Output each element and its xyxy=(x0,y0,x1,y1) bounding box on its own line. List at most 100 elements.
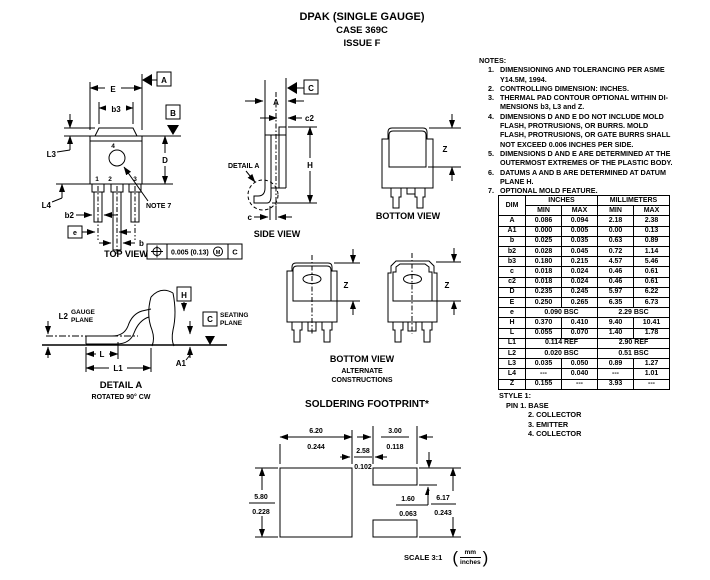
dim-label-L4: L4 xyxy=(42,201,52,210)
notes-heading: NOTES: xyxy=(479,56,507,65)
gauge-plane-label2: PLANE xyxy=(71,317,94,324)
units-inches: inches xyxy=(460,559,481,566)
footprint-title: SOLDERING FOOTPRINT* xyxy=(305,399,429,410)
fp-width-mm: 6.20 xyxy=(309,428,323,435)
detail-a-drawing: H L2 GAUGE PLANE C SEATING PLANE A1 L xyxy=(42,286,248,401)
fp-overall-height-in: 0.243 xyxy=(434,510,452,517)
style1-pin-line: PIN 1. BASE xyxy=(506,400,549,410)
pin2-number: 2 xyxy=(108,176,112,183)
svg-text:M: M xyxy=(216,250,221,256)
top-view-drawing: E b3 A B D xyxy=(42,71,243,260)
alternate-constructions-drawing: Z Z BOTTOM VIEW ALTERNATE CONSTRUCTIONS xyxy=(286,248,461,384)
style1-pin-line: 2. COLLECTOR xyxy=(528,410,582,420)
dim-label-L3: L3 xyxy=(47,150,57,159)
gauge-plane-label: GAUGE xyxy=(71,309,96,316)
left-paren: ( xyxy=(452,548,459,567)
fp-gap-mm: 2.58 xyxy=(356,448,370,455)
style1-pin-line: 3. EMITTER xyxy=(528,419,569,429)
dimension-table: DIM INCHES MILLIMETERS MIN MAX MIN MAX A… xyxy=(498,194,670,390)
datum-c-label: C xyxy=(207,315,213,324)
right-paren: ) xyxy=(482,548,489,567)
datum-h-label: H xyxy=(181,291,187,300)
constructions-label: CONSTRUCTIONS xyxy=(331,377,392,384)
scale-note: SCALE 3:1 ( mm inches ) xyxy=(404,549,488,566)
detail-a-title: DETAIL A xyxy=(100,380,143,391)
dim-label-D: D xyxy=(162,156,168,165)
dim-label-A1: A1 xyxy=(176,359,187,368)
bottom-view-title: BOTTOM VIEW xyxy=(376,211,441,221)
dim-label-c: c xyxy=(248,213,253,222)
alternate-label: ALTERNATE xyxy=(341,368,383,375)
dim-label-L: L xyxy=(100,350,105,359)
seating-plane-label: SEATING xyxy=(220,312,248,319)
dimension-row: L4---0.040---1.01 xyxy=(498,368,670,380)
side-view-title: SIDE VIEW xyxy=(254,229,301,239)
fp-gap-in: 0.102 xyxy=(354,464,372,471)
pin4-number: 4 xyxy=(111,143,115,150)
dim-label-A: A xyxy=(273,98,279,107)
dim-label-H: H xyxy=(307,161,313,170)
detail-a-subtitle: ROTATED 90° CW xyxy=(92,393,151,401)
dim-label-b3: b3 xyxy=(111,105,121,114)
fp-pad-width-mm: 3.00 xyxy=(388,428,402,435)
fp-height-mm: 5.80 xyxy=(254,494,268,501)
fp-pad-height-in: 0.063 xyxy=(399,511,417,518)
fp-pad-width-in: 0.118 xyxy=(386,444,403,451)
scale-label: SCALE 3:1 xyxy=(404,553,443,562)
dim-label-b: b xyxy=(139,239,144,248)
fp-pad-height-mm: 1.60 xyxy=(401,496,415,503)
note-item: 4.DIMENSIONS D AND E DO NOT INCLUDE MOLD… xyxy=(488,111,671,149)
dimension-cell: --- xyxy=(633,378,670,390)
dim-label-L1: L1 xyxy=(113,364,123,373)
dim-label-Z: Z xyxy=(344,281,349,290)
fp-overall-height-mm: 6.17 xyxy=(436,495,450,502)
dim-label-E: E xyxy=(110,85,116,94)
feature-control-frame: 0.005 (0.13) M C xyxy=(146,243,243,260)
position-tolerance-icon xyxy=(151,245,163,258)
dim-label-Z: Z xyxy=(445,281,450,290)
page-title: DPAK (SINGLE GAUGE) xyxy=(299,11,425,23)
note-item: 3.THERMAL PAD CONTOUR OPTIONAL WITHIN DI… xyxy=(488,93,668,112)
bottom-view-drawing: Z BOTTOM VIEW xyxy=(376,114,461,221)
fp-height-in: 0.228 xyxy=(252,509,270,516)
note-item: 7.OPTIONAL MOLD FEATURE. xyxy=(488,186,598,196)
dim-label-b2: b2 xyxy=(65,211,75,220)
style1-pin-line: 4. COLLECTOR xyxy=(528,429,582,439)
dim-label-Z: Z xyxy=(443,145,448,154)
issue-revision: ISSUE F xyxy=(343,38,381,49)
datum-b-label: B xyxy=(170,109,176,118)
detail-a-callout: DETAIL A xyxy=(228,163,259,170)
case-number: CASE 369C xyxy=(336,25,388,36)
side-view-drawing: C A c2 H xyxy=(228,78,319,239)
datum-a-label: A xyxy=(161,76,167,85)
note-item: 2.CONTROLLING DIMENSION: INCHES. xyxy=(488,83,629,93)
note-item: 5.DIMENSIONS D AND E ARE DETERMINED AT T… xyxy=(488,148,673,168)
style1-heading: STYLE 1: xyxy=(499,391,532,400)
top-view-title: TOP VIEW xyxy=(104,249,148,259)
units-mm: mm xyxy=(460,549,481,558)
pin3-number: 3 xyxy=(133,176,137,183)
note7-callout: NOTE 7 xyxy=(146,203,171,210)
soldering-footprint-drawing: SOLDERING FOOTPRINT* 6.20 0.244 3.00 0.1… xyxy=(246,399,461,538)
notes-section: NOTES: 1.DIMENSIONING AND TOLERANCING PE… xyxy=(479,56,709,195)
seating-plane-label2: PLANE xyxy=(220,320,243,327)
datum-c-label: C xyxy=(308,84,314,93)
dim-label-e: e xyxy=(73,230,77,237)
dim-label-L2: L2 xyxy=(59,312,69,321)
note-item: 6.DATUMS A AND B ARE DETERMINED AT DATUM… xyxy=(488,167,666,186)
pin1-number: 1 xyxy=(95,176,99,183)
alt-bottom-view-title: BOTTOM VIEW xyxy=(330,354,395,364)
dim-label-c2: c2 xyxy=(305,114,314,123)
